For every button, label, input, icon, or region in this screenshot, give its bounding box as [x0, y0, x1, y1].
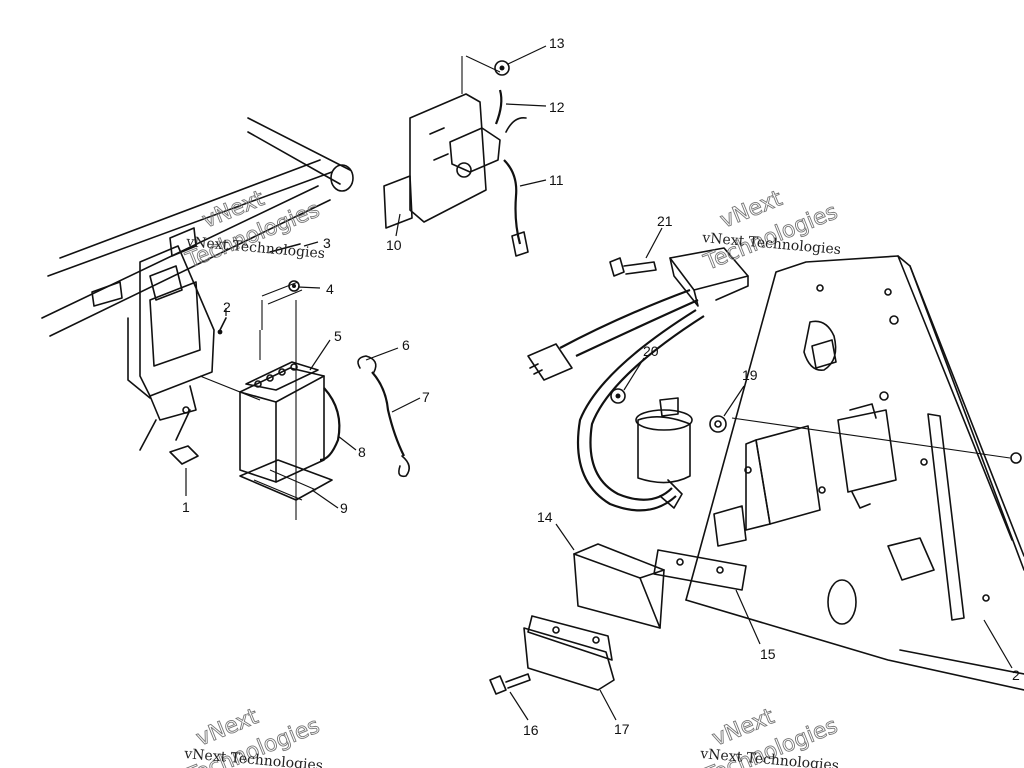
assembly-guide-lines — [259, 300, 297, 520]
callout-3: 3 — [323, 235, 331, 251]
battery-strap-part-8 — [319, 387, 341, 462]
nut-part-13 — [494, 60, 510, 76]
callout-4: 4 — [326, 281, 334, 297]
watermark-bottom-right: vNext Technologies vNext Technologies — [699, 704, 842, 768]
clip-part-1 — [169, 445, 199, 496]
switch-part-11 — [449, 89, 529, 257]
callout-labels: 1 2 3 4 5 6 7 8 9 10 11 12 13 14 15 16 1… — [182, 35, 1020, 738]
callout-11: 11 — [549, 172, 564, 188]
callout-14: 14 — [537, 509, 553, 525]
plate-part-15 — [653, 549, 747, 591]
screws-upper — [429, 127, 449, 161]
callout-9: 9 — [340, 500, 348, 516]
watermark-bottom-left: vNext Technologies vNext Technologies — [182, 704, 324, 768]
bolt-part-16 — [489, 673, 531, 695]
callout-2-right: 2 — [1012, 667, 1020, 683]
callout-20: 20 — [643, 343, 659, 359]
callout-1: 1 — [182, 499, 190, 515]
callout-10: 10 — [386, 237, 402, 253]
screw-part-2 — [217, 317, 227, 335]
callout-8: 8 — [358, 444, 366, 460]
callout-5: 5 — [334, 328, 342, 344]
callout-17: 17 — [614, 721, 630, 737]
module-box-center — [713, 425, 821, 547]
leader-lines — [225, 45, 1013, 721]
mount-bracket-part-10 — [383, 55, 501, 229]
callout-2: 2 — [223, 299, 231, 315]
bolt-part-21 — [609, 257, 657, 277]
coil-part-20 — [635, 397, 693, 509]
lock-washer-part-19 — [709, 415, 727, 433]
battery-part-5 — [239, 361, 325, 483]
callout-7: 7 — [422, 389, 430, 405]
callout-15: 15 — [760, 646, 776, 662]
callout-16: 16 — [523, 722, 539, 738]
callout-12: 12 — [549, 99, 565, 115]
callout-13: 13 — [549, 35, 565, 51]
long-guide — [731, 417, 1011, 459]
callout-19: 19 — [742, 367, 758, 383]
regulator-right — [837, 403, 897, 509]
battery-bracket — [127, 245, 261, 451]
battery-pad-part-9 — [239, 459, 333, 501]
nut-part-20 — [610, 388, 626, 404]
watermark-top-right: vNext Technologies vNext Technologies — [700, 186, 842, 277]
wire-harness — [527, 288, 705, 512]
cover-part-14 — [573, 543, 665, 629]
side-panel-right — [685, 255, 1024, 691]
callout-6: 6 — [402, 337, 410, 353]
watermark-top-left: vNext Technologies vNext Technologies — [182, 186, 326, 275]
callout-21: 21 — [657, 213, 673, 229]
nut-part-4 — [261, 280, 303, 305]
bolt-part-3 — [269, 241, 319, 253]
cable-part-6 — [357, 355, 377, 373]
bracket-part-17 — [523, 615, 615, 691]
cable-part-7 — [371, 371, 410, 478]
